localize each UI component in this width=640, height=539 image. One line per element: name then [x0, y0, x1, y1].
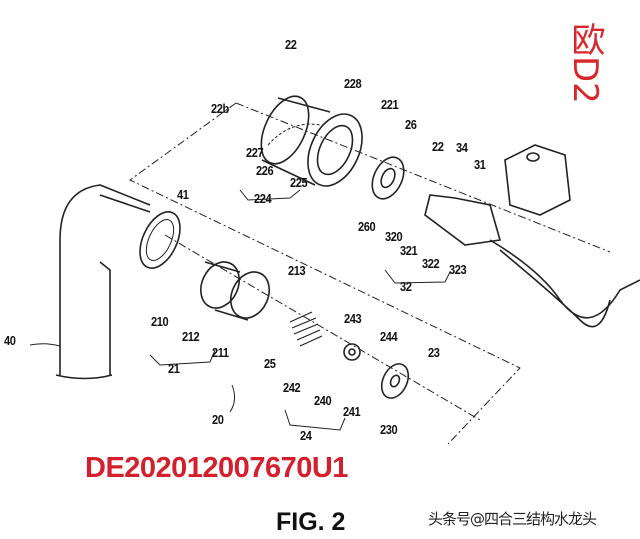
part-label: 41 — [177, 187, 189, 202]
leader-lines — [29, 189, 451, 431]
stamp-label: 欧D2 — [565, 22, 605, 104]
patent-number: DE202012007670U1 — [85, 452, 348, 484]
part-label: 225 — [290, 175, 308, 190]
part-label: 21 — [168, 361, 180, 376]
assembly-outline — [129, 102, 521, 445]
part-label: 32 — [400, 279, 412, 294]
faucet-body — [424, 144, 640, 328]
part-label: 23 — [428, 345, 440, 360]
part-label: 320 — [385, 229, 403, 244]
part-label: 25 — [264, 356, 276, 371]
part-label: 244 — [380, 329, 398, 344]
part-label: 22 — [432, 139, 444, 154]
part-label: 24 — [300, 428, 312, 443]
part-label: 22b — [211, 101, 229, 116]
part-label: 323 — [449, 262, 467, 277]
spring — [289, 311, 323, 347]
part-label: 228 — [344, 76, 362, 91]
washer-23 — [380, 363, 410, 399]
part-label: 322 — [422, 256, 440, 271]
part-label: 210 — [151, 314, 169, 329]
part-label: 213 — [288, 263, 306, 278]
part-label: 34 — [456, 140, 468, 155]
part-label: 20 — [212, 412, 224, 427]
washer-26 — [371, 156, 405, 200]
part-label: 227 — [246, 145, 264, 160]
figure-caption: FIG. 2 — [276, 508, 346, 536]
watermark: 头条号@四合三结构水龙头 — [428, 510, 597, 528]
part-label: 260 — [358, 219, 376, 234]
part-label: 242 — [283, 380, 301, 395]
part-label: 230 — [380, 422, 398, 437]
part-label: 26 — [405, 117, 417, 132]
sleeve-component — [260, 95, 363, 187]
part-label: 226 — [256, 163, 274, 178]
part-label: 321 — [400, 243, 418, 258]
elbow-pipe — [55, 184, 181, 380]
part-label: 221 — [381, 97, 399, 112]
part-label: 40 — [4, 333, 16, 348]
part-label: 224 — [254, 191, 272, 206]
part-label: 31 — [474, 157, 486, 172]
nipple-fitting — [199, 261, 271, 321]
part-label: 243 — [344, 311, 362, 326]
part-label: 212 — [182, 329, 200, 344]
part-label: 240 — [314, 393, 332, 408]
part-label: 241 — [343, 404, 361, 419]
part-label: 22 — [285, 37, 297, 52]
part-label: 211 — [212, 345, 229, 360]
check-valve — [343, 343, 361, 361]
